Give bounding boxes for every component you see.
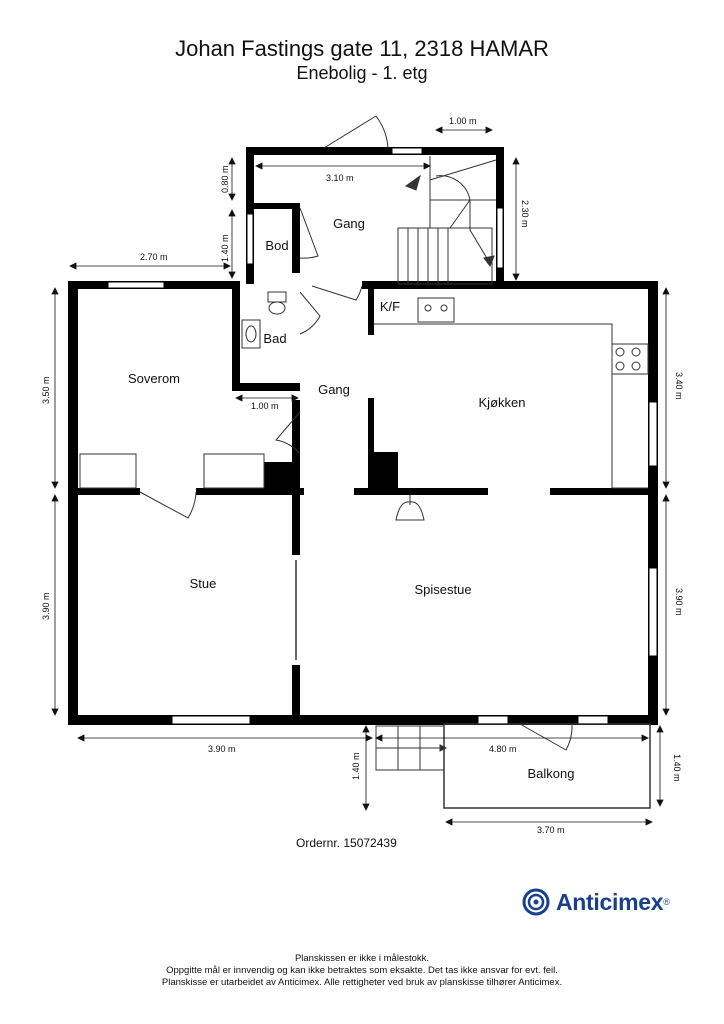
floor-subtitle: Enebolig - 1. etg	[296, 63, 428, 83]
dim-stue-width: 3.90 m	[208, 744, 236, 754]
exterior-walls	[68, 147, 658, 725]
room-gang-upper: Gang	[333, 216, 365, 231]
dim-kjokken-height: 3.40 m	[674, 372, 684, 400]
staircase-upper	[397, 156, 497, 285]
room-balkong: Balkong	[528, 766, 575, 781]
dim-bad-width: 1.00 m	[251, 401, 279, 411]
interior-walls	[78, 289, 648, 715]
footer-line-3: Planskisse er utarbeidet av Anticimex. A…	[161, 977, 563, 988]
room-spisestue: Spisestue	[414, 582, 471, 597]
anticimex-logo: Anticimex®	[522, 888, 670, 916]
dim-soverom-height: 3.50 m	[41, 376, 51, 404]
dim-balkong-width: 3.70 m	[537, 825, 565, 835]
dim-balkong-height: 1.40 m	[672, 754, 682, 782]
bathroom-fixtures	[241, 291, 287, 349]
address-title: Johan Fastings gate 11, 2318 HAMAR	[175, 36, 549, 61]
room-bad: Bad	[263, 331, 286, 346]
dim-stair-height: 2.30 m	[520, 200, 530, 228]
dim-spisestue-height: 3.90 m	[674, 588, 684, 616]
kitchen-counters	[374, 297, 649, 489]
room-kf: K/F	[380, 299, 400, 314]
room-soverom: Soverom	[128, 371, 180, 386]
dim-steps-height: 1.40 m	[351, 752, 361, 780]
dim-spisestue-width: 4.80 m	[489, 744, 517, 754]
dim-bod-height: 1.40 m	[220, 234, 230, 262]
anticimex-logo-icon	[522, 888, 550, 916]
windows	[107, 147, 658, 725]
brand-name: Anticimex	[556, 888, 664, 915]
room-kjokken: Kjøkken	[479, 395, 526, 410]
room-stue: Stue	[190, 576, 217, 591]
dim-gang-width: 3.10 m	[326, 173, 354, 183]
dim-soverom-width: 2.70 m	[140, 252, 168, 262]
footer-line-2: Oppgitte mål er innvendig og kan ikke be…	[166, 965, 558, 976]
room-gang-lower: Gang	[318, 382, 350, 397]
balcony-outline	[443, 723, 651, 809]
entry-steps	[375, 725, 448, 771]
footer-line-1: Planskissen er ikke i målestokk.	[294, 953, 430, 964]
dim-stair-width: 1.00 m	[449, 116, 477, 126]
doors	[139, 115, 573, 751]
room-bod: Bod	[265, 238, 288, 253]
dim-entry-height: 0.80 m	[220, 165, 230, 193]
order-number: Ordernr. 15072439	[296, 836, 397, 850]
wardrobes	[79, 453, 265, 489]
dimension-lines	[51, 126, 670, 826]
lamp-icon	[395, 495, 425, 521]
dim-stue-height: 3.90 m	[41, 592, 51, 620]
